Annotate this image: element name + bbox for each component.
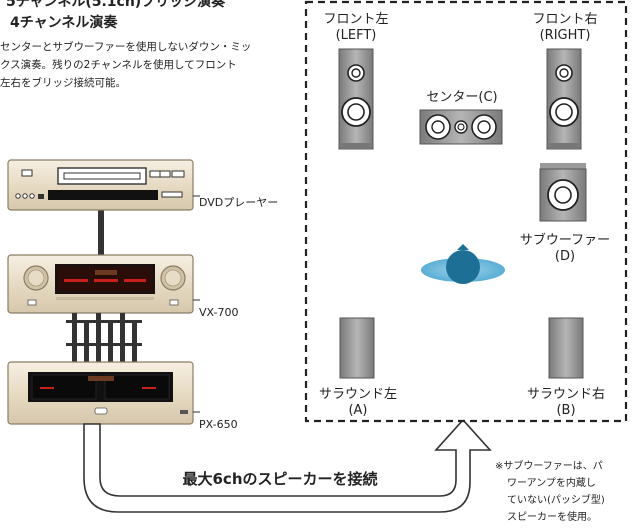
surround-left-name: サラウンド左: [318, 387, 397, 402]
description-line: センターとサブウーファーを使用しないダウン・ミッ: [0, 41, 252, 53]
note-line: ※サブウーファーは、パ: [495, 461, 603, 472]
center-speaker: [419, 109, 503, 145]
diagram-subtitle: 4チャンネル演奏: [10, 15, 118, 31]
description-line: クス演奏。残りの2チャンネルを使用してフロント: [0, 59, 237, 71]
speaker-connection-arrow: [83, 418, 492, 513]
connection-label: 最大6chのスピーカーを接続: [182, 470, 378, 488]
surround-right-channel: (B): [556, 403, 576, 418]
subwoofer-label: サブウーファー (D): [510, 233, 620, 265]
front-left-name: フロント左: [323, 12, 389, 27]
diagram-title: 5チャンネル(5.1ch)ブリッジ演奏: [6, 0, 226, 10]
dvd-cable: [98, 210, 104, 258]
front-left-channel: (LEFT): [335, 28, 377, 43]
front-right-speaker: [546, 48, 582, 150]
subwoofer-name: サブウーファー: [519, 233, 611, 248]
surround-left-label: サラウンド左 (A): [310, 387, 406, 419]
front-left-label: フロント左 (LEFT): [316, 12, 396, 44]
surround-right-speaker: [548, 317, 584, 379]
surround-right-label: サラウンド右 (B): [518, 387, 614, 419]
front-right-channel: (RIGHT): [539, 28, 591, 43]
surround-left-speaker: [339, 317, 375, 379]
poweramp-px650: [7, 361, 194, 425]
preamp-label: VX-700: [199, 306, 239, 319]
amp-cables: [66, 313, 142, 365]
diagram-description: センターとサブウーファーを使用しないダウン・ミッ クス演奏。残りの2チャンネルを…: [0, 38, 300, 92]
dvd-player: [7, 159, 194, 211]
subwoofer-channel: (D): [554, 249, 576, 264]
surround-right-name: サラウンド右: [526, 387, 605, 402]
poweramp-label: PX-650: [199, 418, 238, 431]
dvd-player-label: DVDプレーヤー: [199, 196, 279, 209]
surround-left-channel: (A): [348, 403, 368, 418]
description-line: 左右をブリッジ接続可能。: [0, 77, 126, 89]
note-line: スピーカーを使用。: [507, 512, 597, 523]
front-right-name: フロント右: [532, 12, 598, 27]
center-label: センター(C): [426, 90, 498, 105]
listener-icon: [421, 244, 505, 284]
note-line: ていない(パッシブ型): [507, 495, 605, 506]
front-right-label: フロント右 (RIGHT): [524, 12, 606, 44]
subwoofer-note: ※サブウーファーは、パ ワーアンプを内蔵し ていない(パッシブ型) スピーカーを…: [495, 458, 605, 526]
subwoofer: [539, 163, 587, 222]
front-left-speaker: [338, 48, 374, 150]
note-line: ワーアンプを内蔵し: [507, 478, 596, 489]
preamp-vx700: [7, 254, 194, 314]
